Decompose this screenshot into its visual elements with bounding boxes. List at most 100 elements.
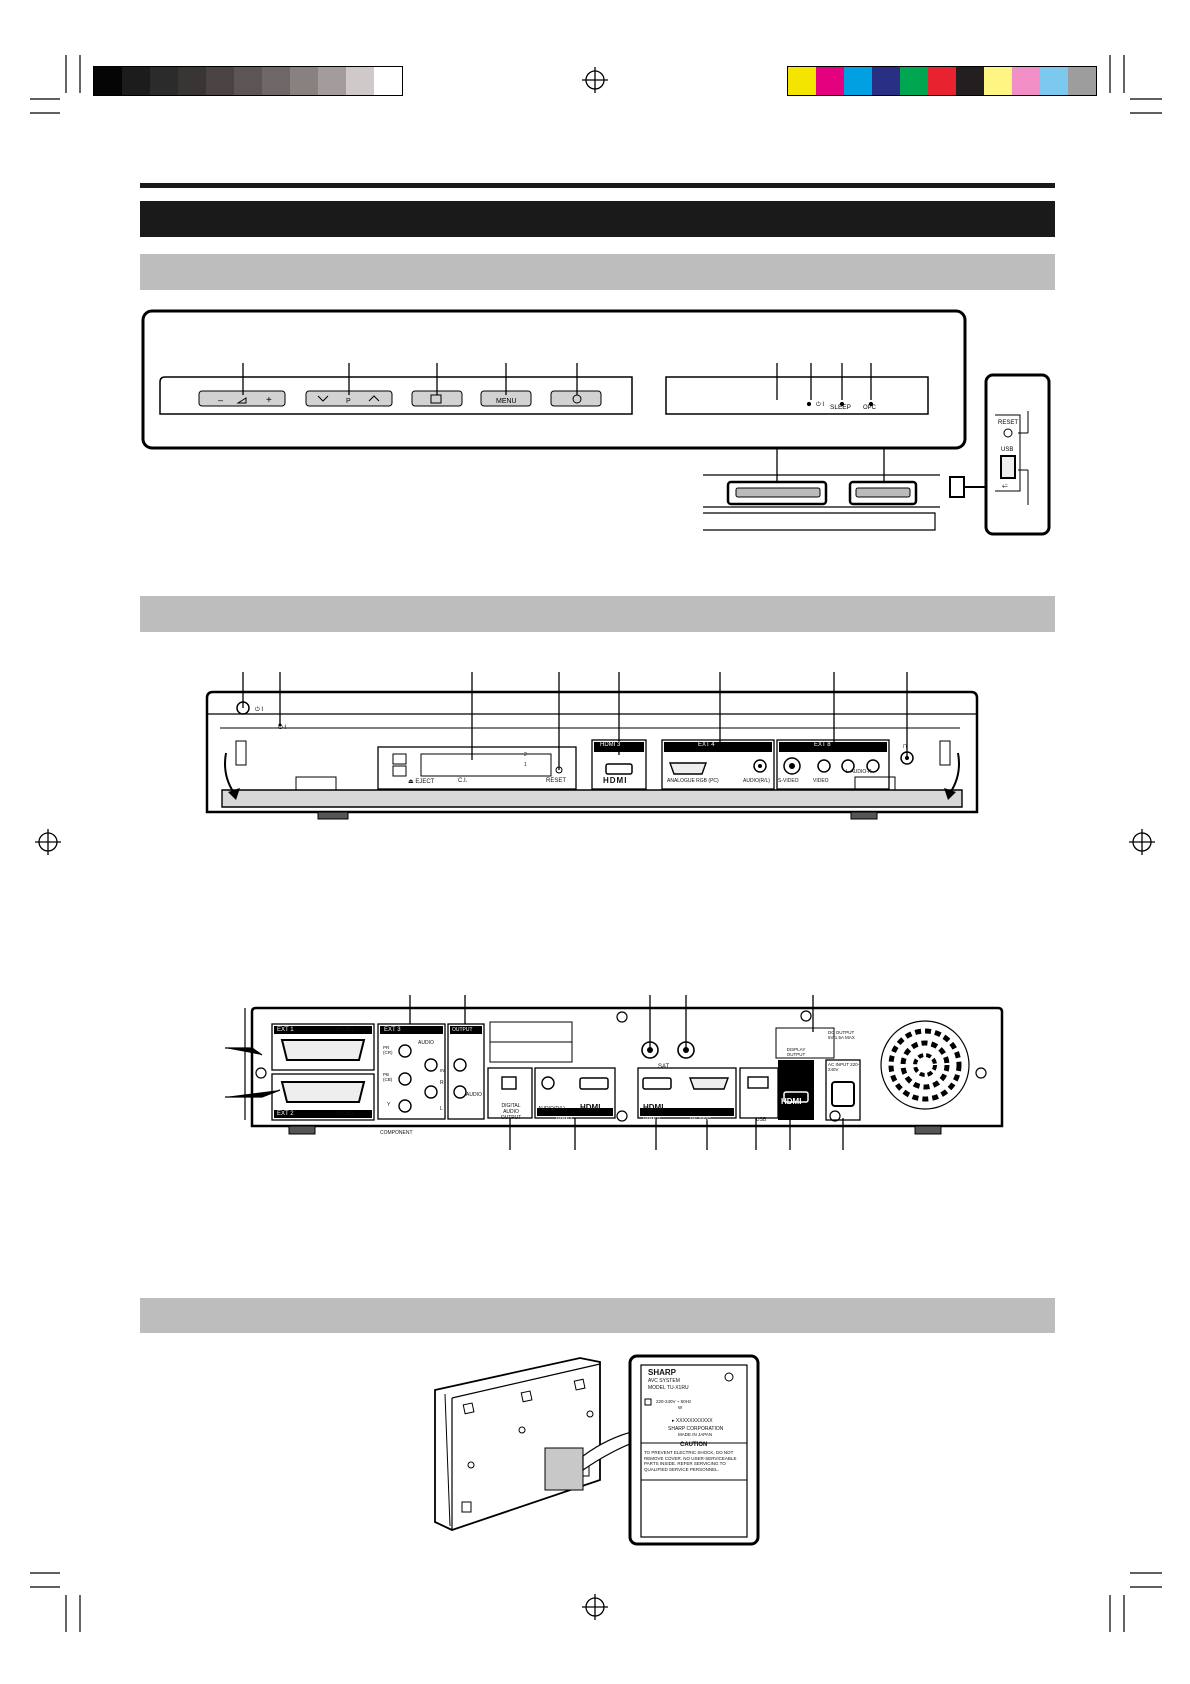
label-serial: ▸ XXXXXXXXXXX [672, 1418, 713, 1424]
label-system: AVC SYSTEM [648, 1378, 680, 1384]
input-icon [430, 394, 442, 404]
process-color-swatch [928, 67, 956, 95]
svg-text:⏻ I: ⏻ I [278, 724, 286, 731]
grey-swatch [290, 67, 318, 95]
svg-text:+: + [266, 395, 272, 406]
ext1-label: EXT 1 [277, 1027, 294, 1033]
process-color-swatch [1012, 67, 1040, 95]
bottom-view-diagram [434, 1354, 760, 1546]
grey-swatch [94, 67, 122, 95]
grey-swatch [262, 67, 290, 95]
dc-output-label: DC OUTPUT 5V 1.5A MAX [828, 1030, 855, 1040]
rear-hdmi2-logo: HDMI [643, 1103, 664, 1112]
l-audio-r-label: L-AUDIO-R [846, 769, 872, 775]
process-color-swatch [872, 67, 900, 95]
label-caution-title: CAUTION [680, 1442, 708, 1448]
pr-label: PR (CR) [383, 1045, 393, 1055]
hdmi3-label: HDMI 3 [600, 742, 621, 748]
pb-label: PB (CB) [383, 1072, 393, 1082]
process-color-swatch [816, 67, 844, 95]
eject-label: ⏏ EJECT [408, 779, 435, 785]
ac-input-label: AC INPUT 220-240V [828, 1062, 860, 1072]
process-color-swatch [1068, 67, 1096, 95]
process-color-swatch [1040, 67, 1068, 95]
rgb2-label: (RGB) [336, 1111, 353, 1117]
svg-text:USB: USB [1001, 447, 1013, 453]
y-label: Y [387, 1102, 391, 1108]
power-icon [572, 394, 582, 404]
grey-swatch [206, 67, 234, 95]
audio-in-label: AUDIO [418, 1040, 434, 1046]
component-label: COMPONENT [380, 1130, 413, 1136]
process-color-swatch [900, 67, 928, 95]
usb-icon: ⭉ [1002, 483, 1008, 490]
output-label: OUTPUT [452, 1027, 473, 1033]
svg-text:P: P [346, 398, 351, 405]
ext4-label: EXT 4 [698, 742, 715, 748]
label-caution-text: TO PREVENT ELECTRIC SHOCK, DO NOT REMOVE… [644, 1450, 737, 1472]
headphone-icon: ∩ [902, 741, 908, 750]
hdmi1-label: HDMI 1 [556, 1117, 573, 1123]
l-label: L [440, 1106, 443, 1112]
color-process-bar [787, 66, 1097, 96]
grey-scale-bar [93, 66, 403, 96]
process-color-swatch [956, 67, 984, 95]
label-made-in: MADE IN JAPAN [678, 1432, 713, 1437]
rear-audio-rl-label: AUDIO(R/L) [538, 1106, 565, 1112]
svg-text:MENU: MENU [496, 398, 517, 405]
digital-audio-output-label: DIGITAL AUDIO OUTPUT [500, 1103, 522, 1121]
grey-swatch [234, 67, 262, 95]
analogue-rgb-label: ANALOGUE RGB (PC) [667, 778, 719, 784]
top-view-diagram: – + P MENU ⏻ I SLEEP OPC RESET USB ⭉ [141, 309, 1051, 536]
grey-swatch [150, 67, 178, 95]
hdmi-logo: HDMI [603, 776, 628, 785]
display-output-label: DISPLAY OUTPUT [786, 1047, 806, 1057]
rear-hdmi1-logo: HDMI [580, 1103, 601, 1112]
section-band-label [140, 1298, 1055, 1333]
svideo-label: S-VIDEO [778, 778, 799, 784]
rs232c-label: RS-232C [690, 1117, 711, 1123]
svg-text:OPC: OPC [863, 405, 877, 411]
chevron-up-icon [368, 395, 380, 402]
hdmi2-label: HDMI 2 [643, 1117, 660, 1123]
volume-icon [236, 397, 247, 404]
audio-rl-label: AUDIO(R/L) [743, 778, 770, 784]
process-color-swatch [984, 67, 1012, 95]
process-color-swatch [788, 67, 816, 95]
slot-2-label: 2 [524, 752, 527, 758]
process-color-swatch [844, 67, 872, 95]
svg-text:⏻ I: ⏻ I [255, 706, 263, 713]
rear-view-diagram [225, 995, 1004, 1150]
in-label: IN [440, 1068, 445, 1073]
registration-mark-icon [35, 67, 1155, 1620]
section-band-top [140, 254, 1055, 290]
svg-text:SLEEP: SLEEP [830, 404, 851, 411]
grey-swatch [374, 67, 402, 95]
ext2-label: EXT 2 [277, 1111, 294, 1117]
label-corporation: SHARP CORPORATION [668, 1426, 724, 1432]
label-watts: W [678, 1405, 683, 1410]
label-brand: SHARP [648, 1368, 677, 1377]
r-label: R [440, 1080, 444, 1086]
sat-label: SAT [658, 1064, 670, 1070]
ext3-label: EXT 3 [384, 1027, 401, 1033]
svg-text:–: – [218, 395, 223, 405]
grey-swatch [318, 67, 346, 95]
svg-text:⏻ I: ⏻ I [816, 401, 824, 408]
ext8-label: EXT 8 [814, 742, 831, 748]
grey-swatch [178, 67, 206, 95]
grey-swatch [346, 67, 374, 95]
rgb1-label: (RGB) [336, 1027, 353, 1033]
label-model: MODEL TU-X1RU [648, 1385, 689, 1391]
reset-label: RESET [546, 778, 567, 784]
video-label: VIDEO [813, 778, 829, 784]
ci-label: C.I. [458, 778, 468, 784]
svg-text:RESET: RESET [998, 420, 1018, 426]
section-band-front [140, 596, 1055, 632]
section-title-bar [140, 201, 1055, 237]
label-power: 220-240V ~ 50Hz [656, 1399, 692, 1404]
rear-usb-label: USB [756, 1117, 767, 1123]
grey-swatch [122, 67, 150, 95]
chevron-down-icon [317, 395, 329, 402]
